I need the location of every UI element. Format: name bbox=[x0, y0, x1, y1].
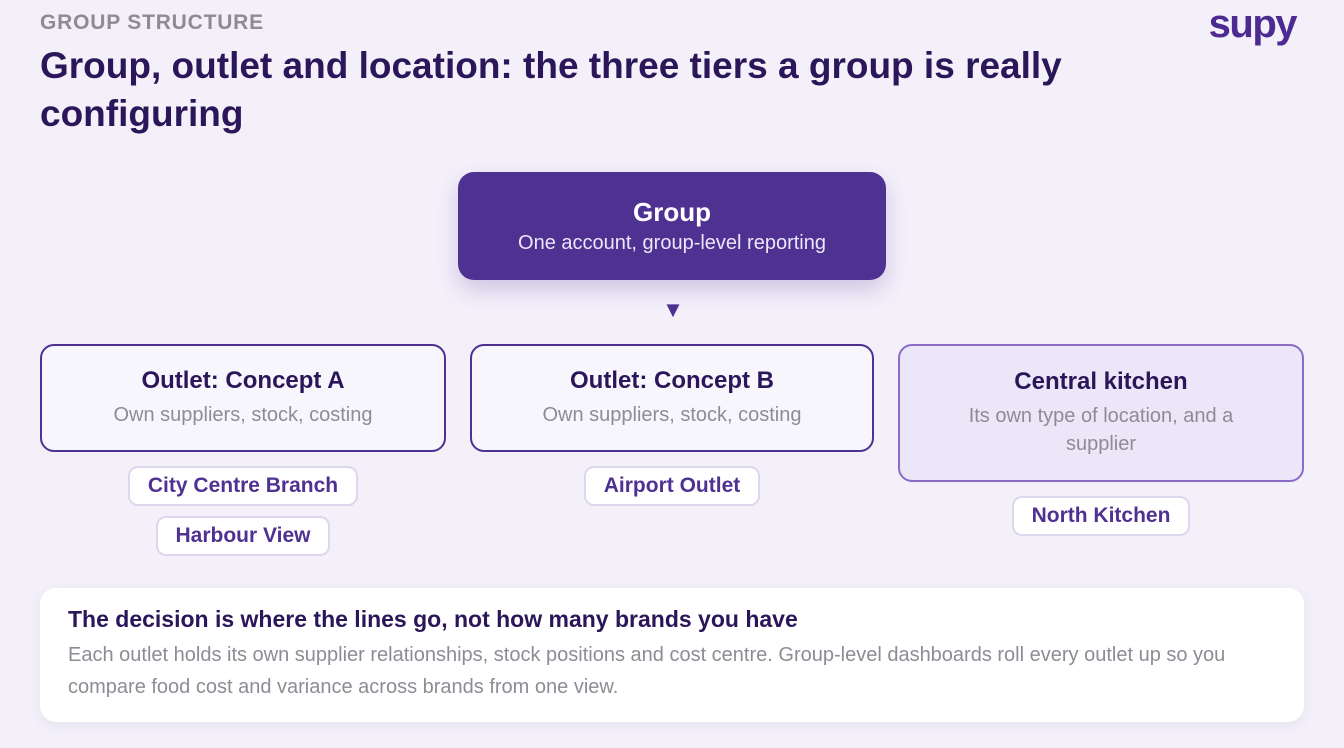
location-chip-north-kitchen: North Kitchen bbox=[1012, 496, 1190, 536]
tier-subtitle: Own suppliers, stock, costing bbox=[542, 404, 802, 426]
central-kitchen-node: Central kitchen Its own type of location… bbox=[898, 344, 1304, 482]
tier-title: Outlet: Concept B bbox=[570, 367, 774, 394]
group-node-title: Group bbox=[633, 197, 711, 227]
outlet-node-concept-b: Outlet: Concept B Own suppliers, stock, … bbox=[470, 344, 874, 452]
location-chip-airport-outlet: Airport Outlet bbox=[584, 466, 760, 506]
tier-title: Central kitchen bbox=[1014, 368, 1188, 395]
decision-note-card: The decision is where the lines go, not … bbox=[40, 588, 1304, 722]
arrow-down-icon: ▼ bbox=[662, 297, 684, 322]
note-title: The decision is where the lines go, not … bbox=[68, 606, 798, 632]
outlet-node-concept-a: Outlet: Concept A Own suppliers, stock, … bbox=[40, 344, 446, 452]
tier-subtitle: Own suppliers, stock, costing bbox=[113, 404, 373, 426]
group-node: Group One account, group-level reporting bbox=[458, 172, 886, 280]
tier-subtitle: Its own type of location, and a supplier bbox=[968, 405, 1234, 455]
location-chip-city-centre-branch: City Centre Branch bbox=[128, 466, 358, 506]
page-title: Group, outlet and location: the three ti… bbox=[40, 45, 1062, 134]
note-body: Each outlet holds its own supplier relat… bbox=[68, 644, 1226, 698]
location-chip-harbour-view: Harbour View bbox=[156, 516, 330, 556]
section-eyebrow: GROUP STRUCTURE bbox=[40, 11, 264, 34]
brand-logo: supy bbox=[1208, 2, 1298, 46]
tier-title: Outlet: Concept A bbox=[141, 367, 345, 394]
group-node-subtitle: One account, group-level reporting bbox=[518, 232, 826, 254]
